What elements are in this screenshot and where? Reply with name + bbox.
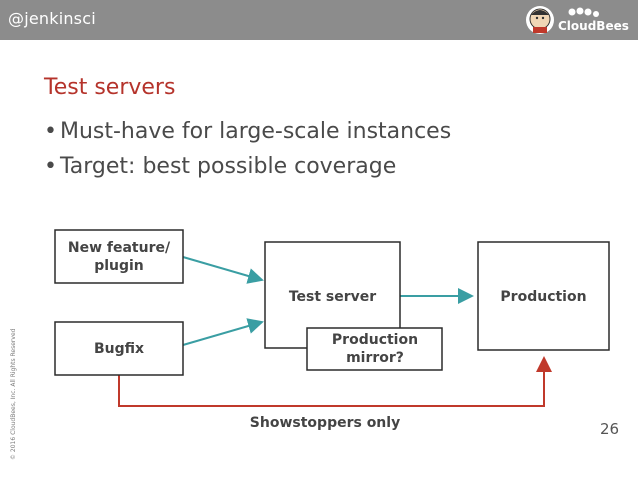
bullet-text: Must-have for large-scale instances — [59, 119, 452, 144]
node-box-production — [477, 241, 610, 351]
edge-bugfix-to-testserver — [182, 318, 264, 346]
cloudbees-logo-icon — [568, 7, 599, 17]
page-number: 26 — [600, 420, 620, 438]
node-label-production-mirror: Production mirror? — [331, 332, 419, 366]
edge-newfeature-to-testserver — [182, 256, 264, 284]
bullet-list: •Must-have for large-scale instances •Ta… — [44, 118, 451, 188]
node-label-bugfix: Bugfix — [93, 341, 145, 357]
twitter-handle: @jenkinsci — [8, 9, 96, 28]
bullet-item: •Must-have for large-scale instances — [44, 119, 452, 144]
node-label-production: Production — [500, 289, 587, 305]
node-box-bugfix — [54, 321, 184, 376]
node-label-new-feature: New feature/ plugin — [67, 240, 171, 274]
header-bar: @jenkinsci CloudBees — [0, 0, 638, 40]
copyright-text: © 2016 CloudBees, Inc. All Rights Reserv… — [10, 328, 17, 460]
slide-title: Test servers — [44, 75, 176, 100]
cloudbees-logo: CloudBees — [524, 3, 634, 37]
edge-label-showstoppers: Showstoppers only — [249, 415, 401, 431]
jenkins-logo-icon — [526, 6, 599, 34]
bullet-item: •Target: best possible coverage — [44, 154, 397, 179]
node-box-new-feature — [54, 229, 184, 284]
node-label-test-server: Test server — [288, 289, 377, 305]
edge-bugfix-to-production — [118, 356, 552, 407]
brand-name: CloudBees — [558, 19, 629, 33]
bullet-text: Target: best possible coverage — [59, 154, 397, 179]
node-box-production-mirror — [306, 327, 443, 371]
